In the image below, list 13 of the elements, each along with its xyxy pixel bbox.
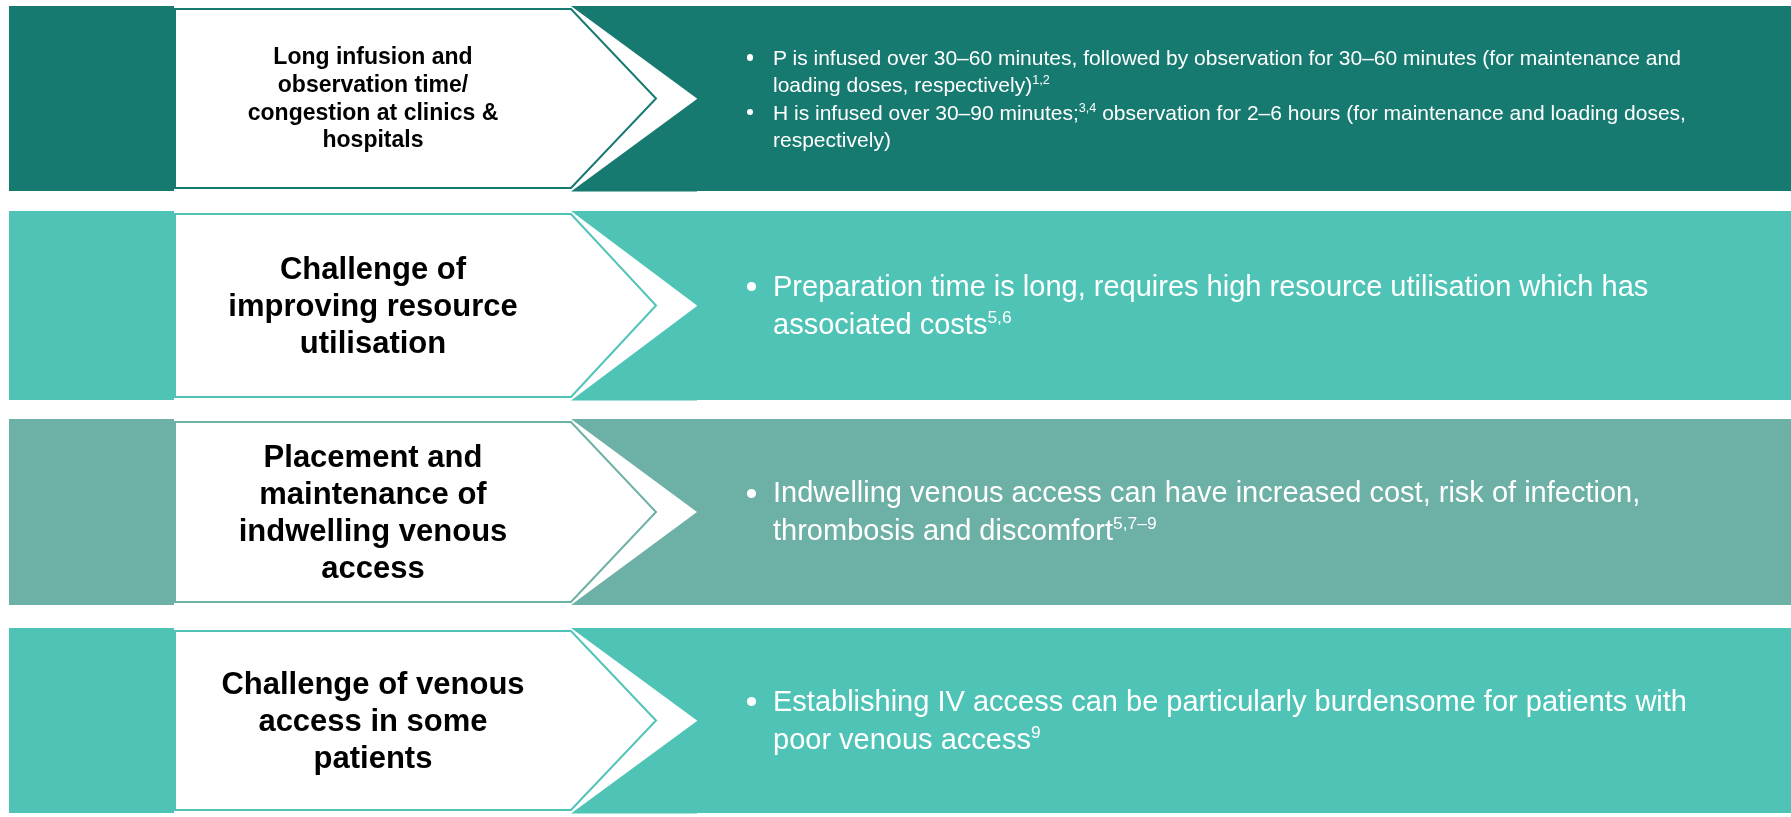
heading-text: Placement and maintenance of indwelling venous access [237,437,509,587]
chevron-box [174,8,657,189]
bullet-text: Establishing IV access can be particularly burdensome for patients with poor venous access$^{9}$ [773,683,1688,757]
bullet-text: Preparation time is long, requires high resource utilisation which has associated costs$^{5,6}$ [773,268,1650,342]
bullet-text: H is infused over 30–90 minutes;$^{3,4}$ observation for 2–6 hours (for maintenance and loading doses, respectively) [773,99,1687,153]
chevron-box [174,213,657,398]
chevron-box [174,630,657,811]
heading-text: Challenge of improving resource utilisation [227,249,519,362]
bullet-text: P is infused over 30–60 minutes, followed by observation for 30–60 minutes (for maintenance and loading doses, respectively)$^{1,2}$ [773,44,1682,99]
heading-text: Challenge of venous access in some patients [220,664,526,777]
heading-text: Long infusion and observation time/ congestion at clinics & hospitals [246,43,500,154]
chevron-box [174,421,657,603]
bullet-text: Indwelling venous access can have increased cost, risk of infection, thrombosis and discomfort$^{5,7–9}$ [773,475,1642,548]
